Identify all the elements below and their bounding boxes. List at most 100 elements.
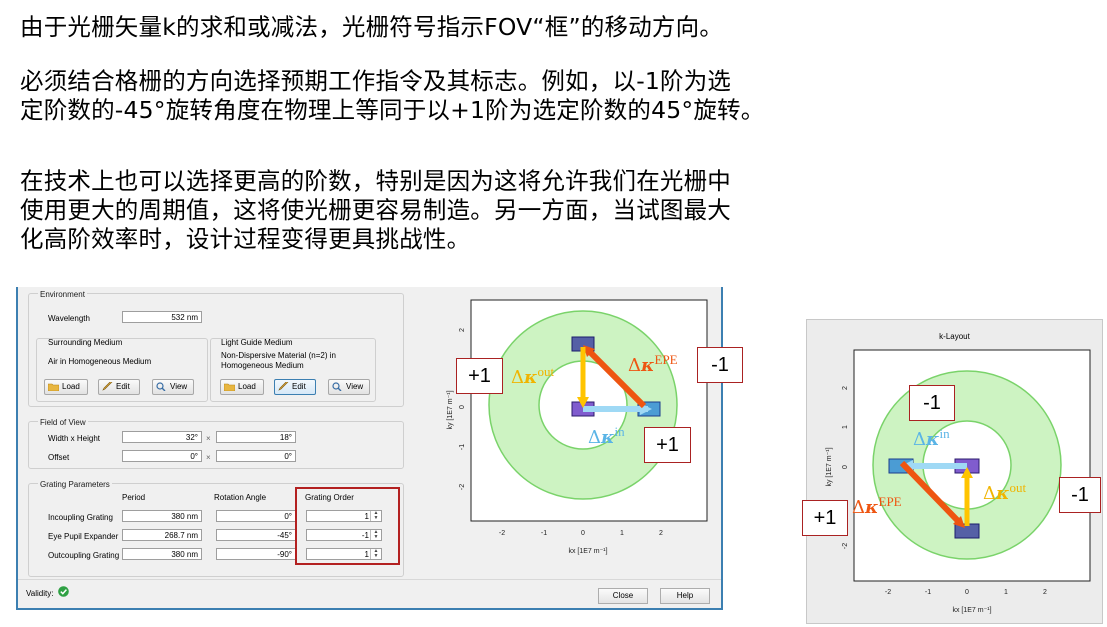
incoupling-order-spinner[interactable]: 1▲▼ — [306, 510, 382, 522]
order-value: -1 — [361, 531, 369, 540]
delta-kappa-epe-label: ΔκEPE — [628, 352, 678, 376]
offset-y-input[interactable]: 0° — [216, 450, 296, 462]
edit-label: Edit — [292, 382, 306, 391]
delta-symbol: Δ — [913, 429, 926, 450]
folder-icon — [223, 382, 236, 392]
fov-height-input[interactable]: 18° — [216, 431, 296, 443]
y-tick: 1 — [842, 425, 849, 429]
delta-symbol: Δ — [588, 427, 601, 448]
x-tick: 0 — [581, 530, 585, 537]
spin-arrows-icon[interactable]: ▲▼ — [370, 549, 381, 559]
superscript-epe: EPE — [878, 494, 902, 509]
y-tick: -2 — [459, 484, 466, 490]
lightguide-edit-button[interactable]: Edit — [274, 379, 316, 395]
x-tick: 1 — [620, 530, 624, 537]
outcoupling-order-spinner[interactable]: 1▲▼ — [306, 548, 382, 560]
grating-parameters-title: Grating Parameters — [38, 480, 112, 489]
footer-divider — [18, 579, 721, 580]
light-guide-medium-box — [210, 338, 376, 402]
arrow-epe-head — [953, 516, 965, 528]
surrounding-load-button[interactable]: Load — [44, 379, 88, 395]
paragraph-3: 在技术上也可以选择更高的阶数，特别是因为这将允许我们在光栅中 使用更大的周期值，… — [20, 167, 731, 254]
surrounding-medium-box — [36, 338, 208, 402]
close-button[interactable]: Close — [598, 588, 648, 604]
order-box-plus1-left: +1 — [802, 500, 848, 536]
outcoupling-period-input[interactable]: 380 nm — [122, 548, 202, 560]
spin-arrows-icon[interactable]: ▲▼ — [370, 511, 381, 521]
kappa-symbol: κ — [865, 497, 879, 518]
y-axis-label: ky [1E7 m⁻¹] — [447, 390, 454, 429]
x-tick: -1 — [925, 589, 931, 596]
width-height-label: Width x Height — [48, 434, 101, 443]
grating-parameters-group — [28, 483, 404, 577]
spin-arrows-icon[interactable]: ▲▼ — [370, 530, 381, 540]
surrounding-medium-title: Surrounding Medium — [48, 338, 123, 347]
y-tick: 0 — [459, 405, 466, 409]
paragraph-1-line-1: 由于光栅矢量k的求和或减法，光栅符号指示FOV“框”的移动方向。 — [20, 13, 724, 41]
delta-symbol: Δ — [852, 497, 865, 518]
times-sign: × — [206, 453, 211, 462]
surrounding-view-button[interactable]: View — [152, 379, 194, 395]
incoupling-period-input[interactable]: 380 nm — [122, 510, 202, 522]
delta-symbol: Δ — [628, 355, 641, 376]
superscript-epe: EPE — [654, 352, 678, 367]
offset-x-input[interactable]: 0° — [122, 450, 202, 462]
fov-width-input[interactable]: 32° — [122, 431, 202, 443]
x-tick: -2 — [885, 589, 891, 596]
load-label: Load — [238, 382, 256, 391]
order-box-minus1-right: -1 — [1059, 477, 1101, 513]
paragraph-3-line-2: 使用更大的周期值，这将使光栅更容易制造。另一方面，当试图最大 — [20, 196, 731, 224]
arrow-epe-head — [583, 345, 595, 357]
environment-title: Environment — [38, 290, 87, 299]
magnifier-icon — [332, 382, 343, 392]
surrounding-medium-value: Air in Homogeneous Medium — [48, 357, 152, 366]
fov-box-bottom — [954, 523, 980, 539]
y-axis-label: ky [1E7 m⁻¹] — [826, 447, 833, 486]
y-tick: -1 — [459, 444, 466, 450]
delta-kappa-out-label: Δκout — [983, 480, 1026, 504]
k-layout-title: k-Layout — [939, 332, 970, 341]
kappa-symbol: κ — [926, 429, 940, 450]
lightguide-view-button[interactable]: View — [328, 379, 370, 395]
paragraph-3-line-3: 化高阶效率时，设计过程变得更具挑战性。 — [20, 225, 471, 253]
wavelength-input[interactable]: 532 nm — [122, 311, 202, 323]
times-sign: × — [206, 434, 211, 443]
x-axis-label: kx [1E7 m⁻¹] — [568, 548, 607, 555]
delta-kappa-in-label: Δκin — [913, 426, 950, 450]
k-layout-window: k-Layout -2 -1 0 1 2 kx [1E7 m⁻¹] 2 1 0 — [806, 319, 1103, 624]
light-guide-medium-value-2: Homogeneous Medium — [221, 361, 304, 370]
lightguide-load-button[interactable]: Load — [220, 379, 264, 395]
grating-settings-dialog: Environment Wavelength 532 nm Surroundin… — [16, 287, 723, 610]
delta-symbol: Δ — [983, 483, 996, 504]
x-tick: -2 — [499, 530, 505, 537]
epe-period-input[interactable]: 268.7 nm — [122, 529, 202, 541]
incoupling-rotation-input[interactable]: 0° — [216, 510, 296, 522]
epe-order-spinner[interactable]: -1▲▼ — [306, 529, 382, 541]
paragraph-3-line-1: 在技术上也可以选择更高的阶数，特别是因为这将允许我们在光栅中 — [20, 167, 731, 195]
k-space-plot-right: -2 -1 0 1 2 kx [1E7 m⁻¹] 2 1 0 -1 -2 ky … — [826, 349, 1091, 614]
arrow-out-head — [577, 397, 589, 408]
superscript-in: in — [614, 424, 625, 439]
epe-rotation-input[interactable]: -45° — [216, 529, 296, 541]
surrounding-edit-button[interactable]: Edit — [98, 379, 140, 395]
pencil-icon — [102, 380, 113, 392]
delta-kappa-out-label: Δκout — [511, 364, 554, 388]
kappa-symbol: κ — [996, 483, 1010, 504]
help-button[interactable]: Help — [660, 588, 710, 604]
arrow-out-head — [961, 467, 973, 478]
grating-order-highlight — [295, 487, 400, 565]
rotation-column-header: Rotation Angle — [214, 493, 267, 502]
kappa-symbol: κ — [641, 355, 655, 376]
delta-kappa-epe-label: ΔκEPE — [852, 494, 902, 518]
order-box-plus1-bottom: +1 — [644, 427, 691, 463]
x-tick: -1 — [541, 530, 547, 537]
outcoupling-rotation-input[interactable]: -90° — [216, 548, 296, 560]
order-column-header: Grating Order — [305, 493, 354, 502]
order-value: 1 — [364, 550, 369, 559]
environment-group — [28, 293, 404, 407]
k-space-plot-left: -2 -1 0 1 2 kx [1E7 m⁻¹] 2 1 0 -1 -2 ky … — [447, 299, 708, 555]
period-column-header: Period — [122, 493, 146, 502]
validity-label: Validity: — [26, 589, 54, 598]
edit-label: Edit — [116, 382, 130, 391]
y-tick: 2 — [842, 386, 849, 390]
